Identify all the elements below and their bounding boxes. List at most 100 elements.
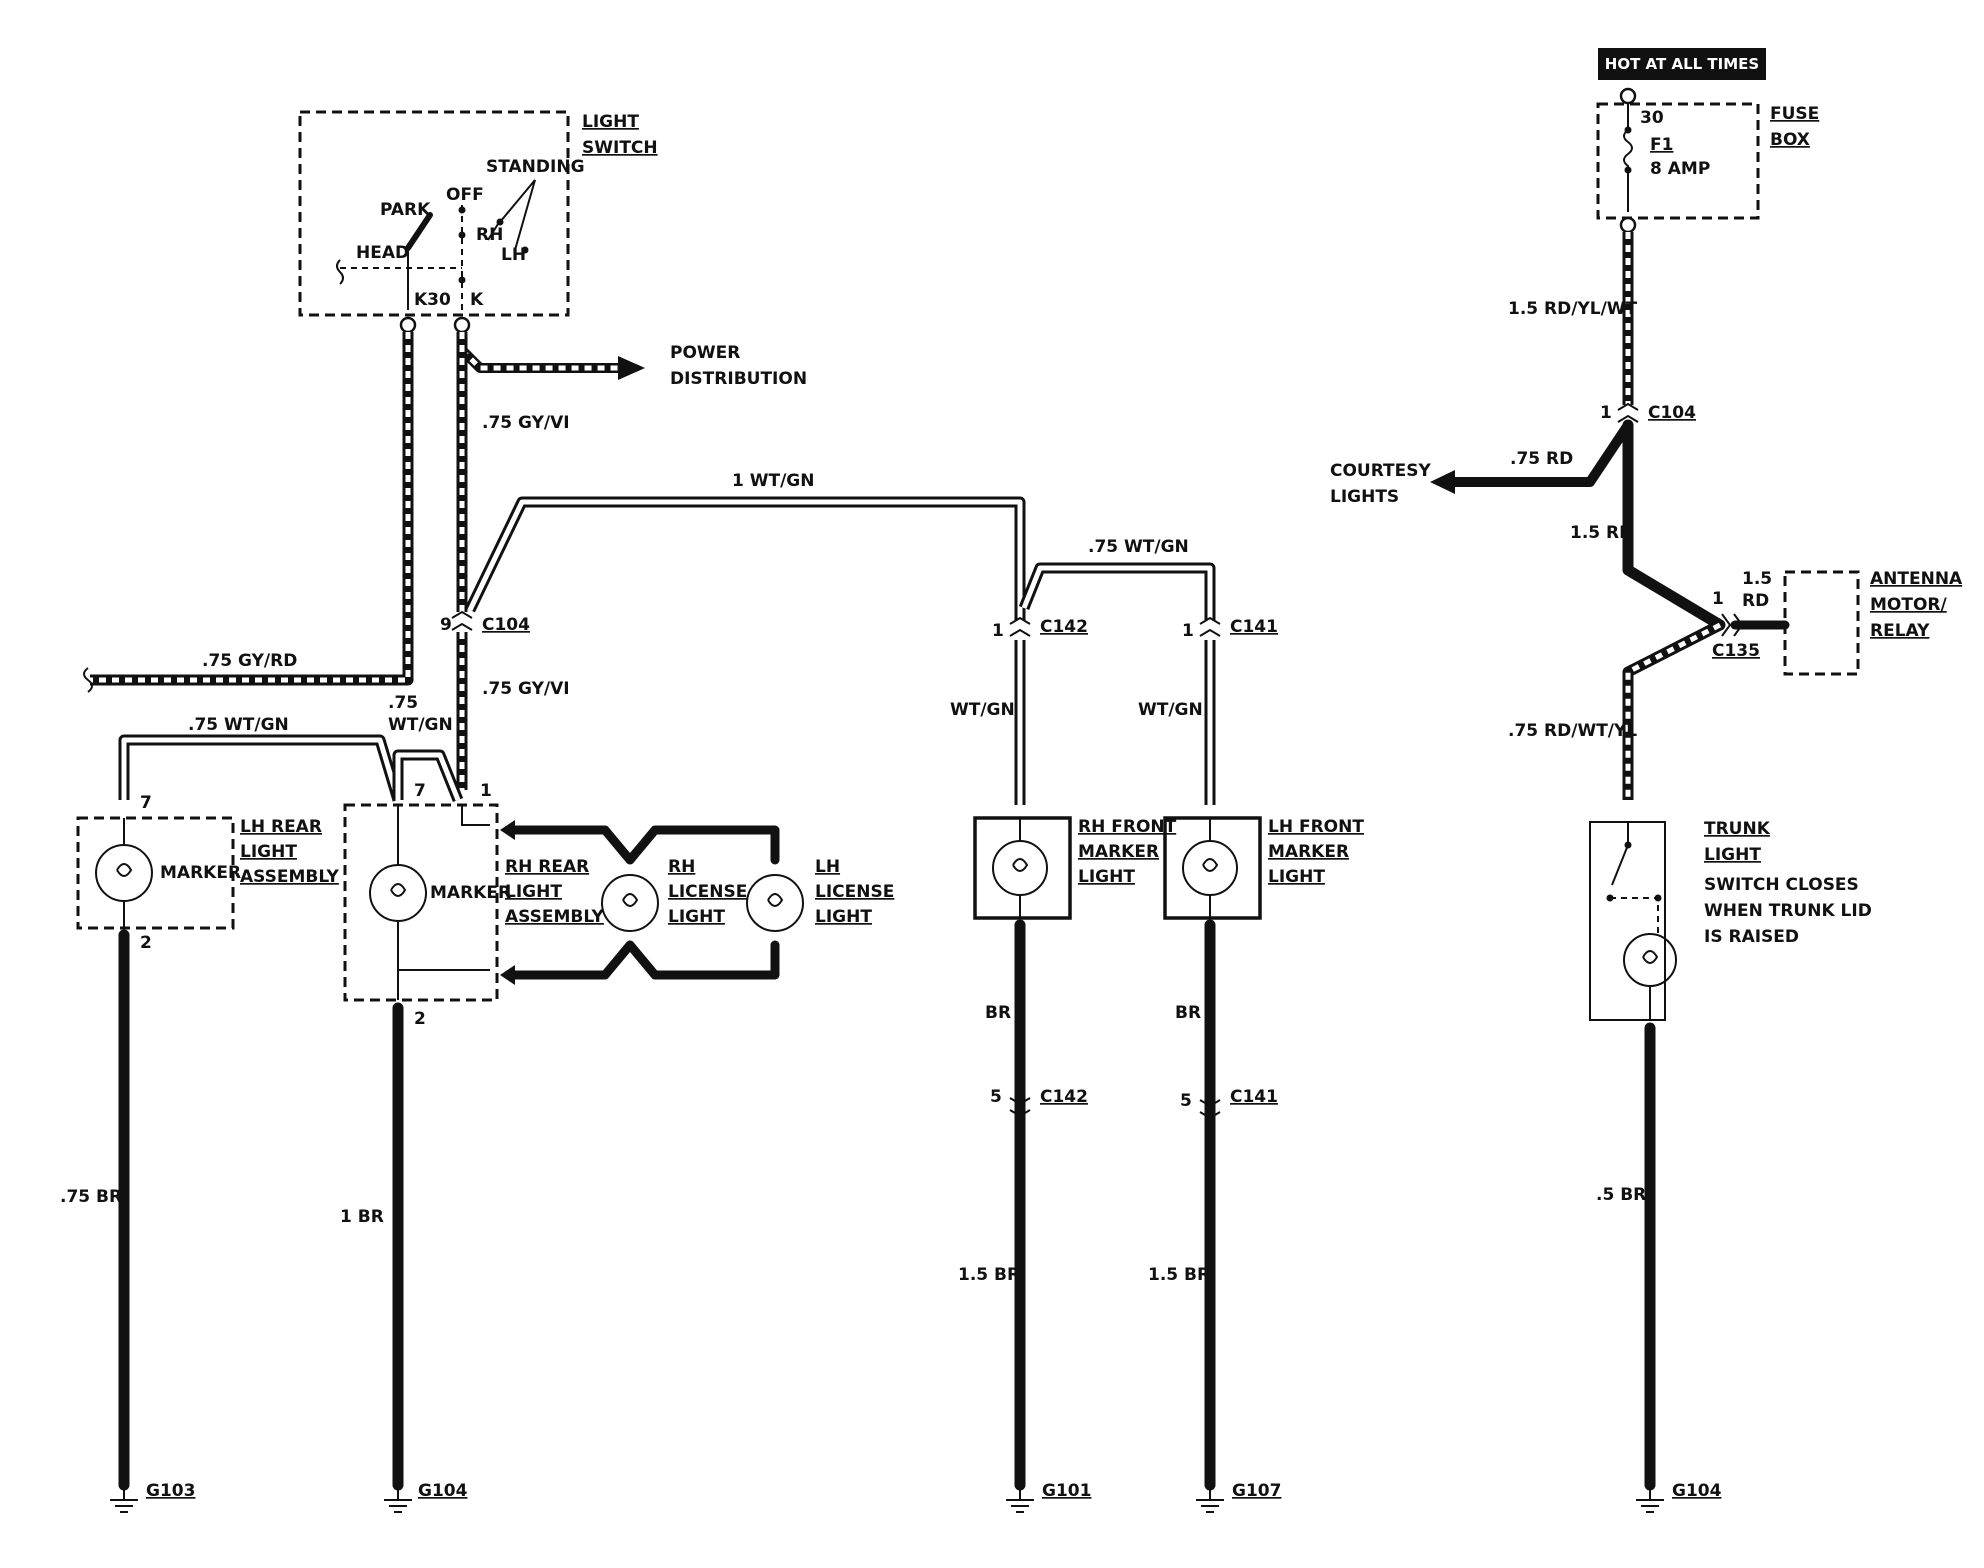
w-1-br-label: 1 BR <box>340 1207 384 1227</box>
pin-5a: 5 <box>990 1087 1002 1107</box>
lh-front-marker-light: 1 C141 WT/GN LH FRONT MARKER LIGHT BR 5 … <box>1138 616 1364 1513</box>
trunk-label-1: TRUNK <box>1704 819 1771 839</box>
trunk-bulb <box>1623 933 1677 987</box>
c104-mid-connector <box>451 610 473 631</box>
pin-7b: 7 <box>414 781 426 801</box>
pin-9: 9 <box>440 615 452 635</box>
pin-7a: 7 <box>140 793 152 813</box>
g104-a-label: G104 <box>418 1481 468 1501</box>
c142-top-label: C142 <box>1040 617 1088 637</box>
rh-rear-light-assembly: MARKER RH REAR LIGHT ASSEMBLY 2 <box>343 803 605 1029</box>
antenna-motor-relay: 1.5 RD 1 C135 ANTENNA MOTOR/ RELAY <box>1712 569 1963 676</box>
rh-front-label-1: RH FRONT <box>1078 817 1177 837</box>
w-75-label-a: .75 <box>388 693 418 713</box>
courtesy-arrow <box>1430 470 1455 494</box>
pin-1-c104r: 1 <box>1600 403 1612 423</box>
w-15-br-a-label: 1.5 BR <box>958 1265 1020 1285</box>
pin-2b: 2 <box>414 1009 426 1029</box>
antenna-label-2: MOTOR/ <box>1870 595 1948 615</box>
w-75-br-label: .75 BR <box>60 1187 122 1207</box>
lh-front-label-2: MARKER <box>1268 842 1349 862</box>
trunk-light: TRUNK LIGHT SWITCH CLOSES WHEN TRUNK LID… <box>1589 819 1872 1021</box>
g104-ground-icon <box>384 1490 412 1513</box>
w-75-gy-vi-low-label: .75 GY/VI <box>482 679 570 699</box>
rh-license-bulb <box>601 874 659 932</box>
antenna-label-3: RELAY <box>1870 621 1930 641</box>
trunk-note-1: SWITCH CLOSES <box>1704 875 1859 895</box>
fuse-rating-label: 8 AMP <box>1650 159 1710 179</box>
light-switch-label-2: SWITCH <box>582 138 658 158</box>
w-15-rd-label: 1.5 RD <box>1570 523 1633 543</box>
w-wt-gn-label-b: WT/GN <box>388 715 453 735</box>
w-5-br-label: .5 BR <box>1596 1185 1646 1205</box>
wire-75-gy-vi: .75 GY/VI .75 GY/VI 9 C104 <box>440 316 570 790</box>
rh-front-label-2: MARKER <box>1078 842 1159 862</box>
wire-75-wt-gn-c141: .75 WT/GN <box>1018 537 1216 620</box>
g103-label: G103 <box>146 1481 195 1501</box>
rh-license-label-3: LIGHT <box>668 907 725 927</box>
fuse-pin-label: 30 <box>1640 108 1664 128</box>
lh-rear-label-2: LIGHT <box>240 842 297 862</box>
rh-license-label-1: RH <box>668 857 695 877</box>
off-label: OFF <box>446 185 484 205</box>
fuse-name-label: F1 <box>1650 135 1673 155</box>
w-15-br-b-label: 1.5 BR <box>1148 1265 1210 1285</box>
c141-bot-label: C141 <box>1230 1087 1278 1107</box>
trunk-label-2: LIGHT <box>1704 845 1761 865</box>
wire-1-wt-gn: 1 WT/GN <box>465 471 1026 620</box>
pin-1-c141: 1 <box>1182 621 1194 641</box>
courtesy-label-1: COURTESY <box>1330 461 1432 481</box>
ground-wires-rear: .75 BR 1 BR G103 G104 <box>60 929 468 1513</box>
rh-rear-label-1: RH REAR <box>505 857 589 877</box>
c141-top-label: C141 <box>1230 617 1278 637</box>
lh-label: LH <box>501 245 526 265</box>
br-a-label: BR <box>985 1003 1011 1023</box>
lh-license-bulb <box>746 874 804 932</box>
standing-label: STANDING <box>486 157 585 177</box>
rh-rear-label-3: ASSEMBLY <box>505 907 605 927</box>
wire-15-rd: 1.5 RD <box>1570 419 1726 631</box>
k-label: K <box>470 290 484 310</box>
pin-1-c135: 1 <box>1712 589 1724 609</box>
light-switch-label-1: LIGHT <box>582 112 639 132</box>
lh-rear-light-assembly: MARKER LH REAR LIGHT ASSEMBLY 2 <box>76 816 340 953</box>
c104-right-label: C104 <box>1648 403 1696 423</box>
lh-license-label-1: LH <box>815 857 840 877</box>
fuse-box: FUSE BOX 30 F1 8 AMP <box>1596 102 1819 234</box>
g104-b-label: G104 <box>1672 1481 1722 1501</box>
w-1-wt-gn-label: 1 WT/GN <box>732 471 815 491</box>
park-contact <box>405 212 433 251</box>
courtesy-lights-branch: .75 RD COURTESY LIGHTS <box>1330 420 1633 507</box>
license-lights: RH LICENSE LIGHT LH LICENSE LIGHT <box>500 820 894 985</box>
g101-ground-icon <box>1006 1490 1034 1513</box>
lh-front-label-3: LIGHT <box>1268 867 1325 887</box>
rh-label: RH <box>476 225 503 245</box>
wire-75-gy-rd: .75 GY/RD <box>83 316 417 693</box>
w-75-gy-vi-top-label: .75 GY/VI <box>482 413 570 433</box>
pin-1-c142: 1 <box>992 621 1004 641</box>
park-label: PARK <box>380 200 431 220</box>
rh-front-marker-light: 1 C142 WT/GN RH FRONT MARKER LIGHT BR 5 … <box>950 616 1177 1513</box>
trunk-ground-wire: .5 BR G104 <box>1596 1022 1722 1513</box>
g107-ground-icon <box>1196 1490 1224 1513</box>
power-dist-label-1: POWER <box>670 343 740 363</box>
courtesy-label-2: LIGHTS <box>1330 487 1399 507</box>
g101-label: G101 <box>1042 1481 1091 1501</box>
fuse-box-label-1: FUSE <box>1770 104 1819 124</box>
c104-mid-label: C104 <box>482 615 530 635</box>
trunk-switch-icon <box>1611 844 1629 886</box>
head-label: HEAD <box>356 243 409 263</box>
trunk-note-3: IS RAISED <box>1704 927 1799 947</box>
lh-rear-label-1: LH REAR <box>240 817 322 837</box>
lh-front-label-1: LH FRONT <box>1268 817 1364 837</box>
k30-label: K30 <box>414 290 451 310</box>
c135-label: C135 <box>1712 641 1760 661</box>
rh-front-label-3: LIGHT <box>1078 867 1135 887</box>
w-75-gy-rd-label: .75 GY/RD <box>202 651 297 671</box>
trunk-note-2: WHEN TRUNK LID <box>1704 901 1872 921</box>
c142-bot-label: C142 <box>1040 1087 1088 1107</box>
lh-rear-label-3: ASSEMBLY <box>240 867 340 887</box>
hot-at-all-times-header: HOT AT ALL TIMES <box>1598 48 1766 105</box>
power-distribution: POWER DISTRIBUTION <box>458 343 807 389</box>
